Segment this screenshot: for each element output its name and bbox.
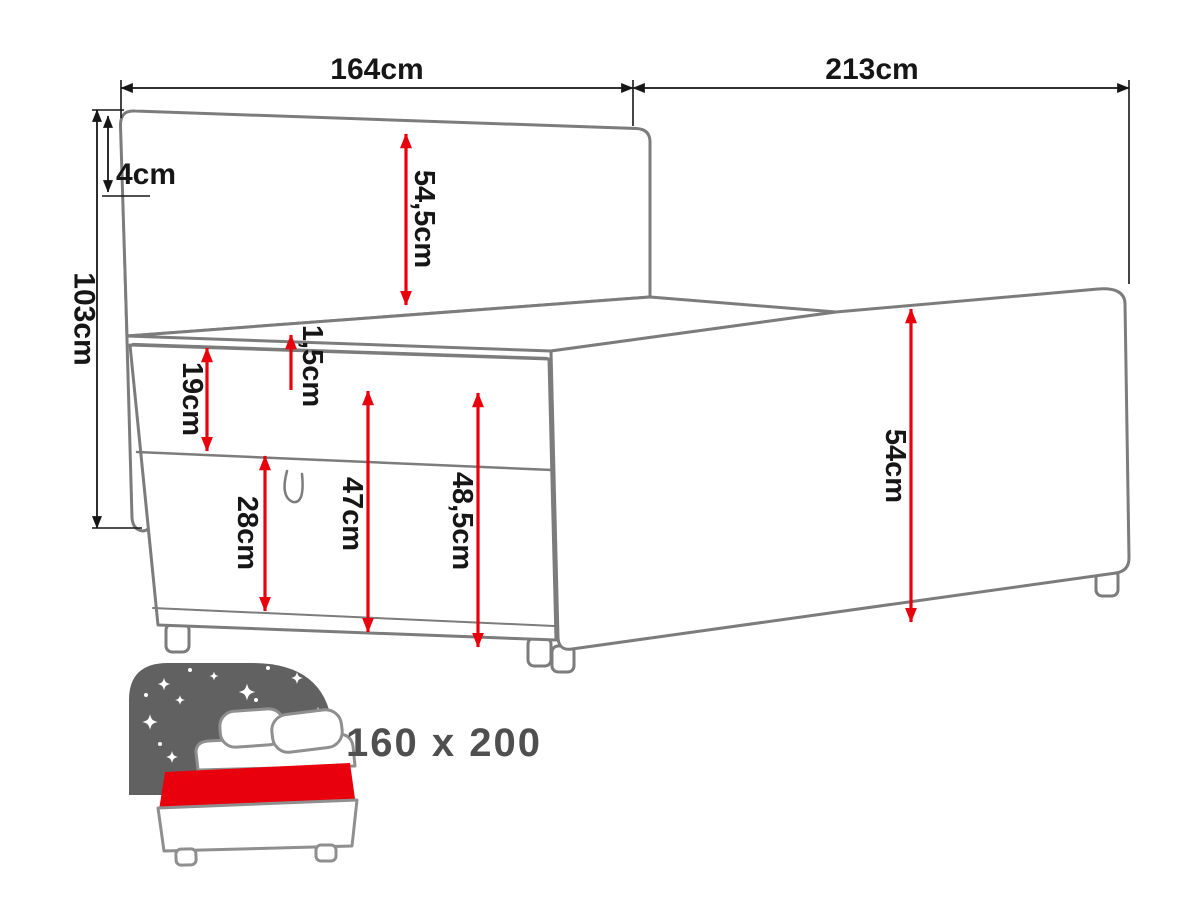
label-19: 19cm [176, 362, 208, 436]
headboard-panel [118, 109, 652, 338]
label-48-5: 48,5cm [446, 472, 478, 570]
label-54-5: 54,5cm [408, 170, 440, 268]
storage-box-front [128, 343, 558, 642]
label-1-5: 1,5cm [296, 325, 328, 407]
red-dimension-labels: 54,5cm 1,5cm 19cm 28cm 47cm 48,5cm 54cm [176, 170, 911, 570]
label-54: 54cm [879, 429, 911, 503]
box-bottom-rail [152, 607, 555, 627]
dim-label-164: 164cm [330, 53, 423, 86]
bed-drawing [118, 109, 1131, 674]
storage-bed-icon [129, 663, 359, 867]
black-dimensions: 164cm 213cm 103cm 4cm [68, 53, 1130, 529]
bed-size-label: 160 x 200 [346, 721, 542, 765]
icon-pillow-right [270, 708, 344, 754]
dim-label-103: 103cm [68, 272, 101, 365]
label-47: 47cm [336, 477, 368, 551]
box-handle [283, 469, 304, 504]
icon-base-box [156, 798, 359, 853]
label-28: 28cm [231, 496, 263, 570]
bed-foot-front-left [164, 622, 191, 654]
icon-foot-right [314, 843, 338, 863]
bed-foot-front-right [526, 636, 553, 668]
side-panel [549, 287, 1131, 651]
icon-foot-left [174, 847, 198, 867]
dim-label-213: 213cm [825, 53, 918, 86]
icon-open-storage-red [159, 763, 356, 810]
red-dimensions [201, 133, 917, 648]
icon-bed [156, 707, 359, 867]
dim-label-4: 4cm [116, 158, 176, 191]
